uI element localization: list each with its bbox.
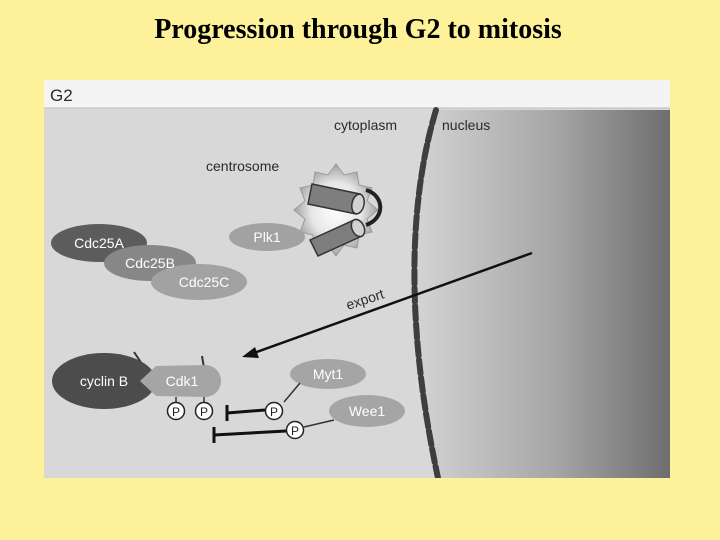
myt1-phospho-label: P (270, 405, 278, 419)
cyclinb-blob (52, 353, 156, 409)
cdc25b-label: Cdc25B (125, 255, 175, 271)
phase-label: G2 (50, 86, 73, 105)
cdk1-label: Cdk1 (166, 373, 199, 389)
phospho-label-1: P (172, 405, 180, 419)
cdc25c-label: Cdc25C (179, 274, 230, 290)
cyclinb-label: cyclin B (80, 373, 128, 389)
g2-diagram-svg: G2 cytoplasm nucleus centrosome Plk1 Cdc… (44, 80, 670, 478)
cdk1-blob (140, 365, 221, 397)
cytoplasm-label: cytoplasm (334, 117, 397, 133)
nuclear-envelope (411, 107, 441, 478)
wee1-phospho (285, 420, 305, 440)
phospho-site-2 (194, 401, 214, 421)
phase-header (44, 80, 670, 108)
phospho-label-2: P (200, 405, 208, 419)
wee1-inhibition (213, 429, 287, 437)
cdc25c-blob (151, 264, 247, 300)
export-arrowhead (242, 347, 259, 358)
phospho-site-1 (166, 401, 186, 421)
plk1-blob (229, 223, 305, 251)
g2-diagram: G2 cytoplasm nucleus centrosome Plk1 Cdc… (44, 80, 670, 478)
centriole-pair (307, 183, 383, 257)
wee1-label: Wee1 (349, 403, 386, 419)
nucleus-region (414, 110, 670, 478)
myt1-label: Myt1 (313, 366, 344, 382)
myt1-blob (290, 359, 366, 389)
plk1-label: Plk1 (253, 229, 280, 245)
cdc25a-label: Cdc25A (74, 235, 124, 251)
centrosome-label: centrosome (206, 158, 279, 174)
myt1-phospho (264, 401, 284, 421)
slide-title: Progression through G2 to mitosis (154, 14, 562, 45)
wee1-phospho-label: P (291, 424, 299, 438)
myt1-inhibition (226, 408, 266, 415)
nucleus-label: nucleus (442, 117, 490, 133)
wee1-blob (329, 395, 405, 427)
export-arrow (253, 251, 533, 355)
